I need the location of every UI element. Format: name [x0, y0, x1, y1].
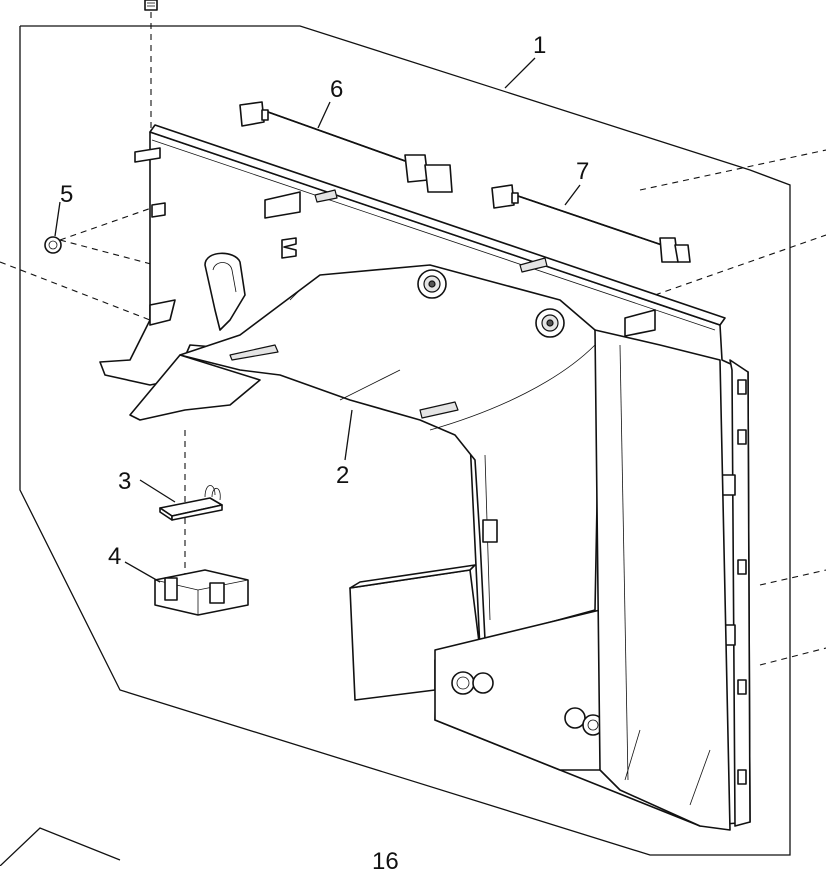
- callout-7: 7: [576, 158, 590, 185]
- top-screw: [144, 0, 158, 135]
- callout-6: 6: [330, 76, 344, 103]
- assembly-frame: [19, 25, 791, 856]
- washer-part-5: [44, 201, 62, 254]
- callout-2: 2: [336, 462, 350, 489]
- sensor-part-3: [139, 479, 223, 521]
- lower-box: [349, 329, 731, 831]
- callout-5: 5: [60, 181, 74, 208]
- callout-16: 16: [372, 848, 399, 875]
- harness-part-7: [491, 184, 691, 263]
- handle-loop: [204, 252, 246, 331]
- leader-2: [344, 409, 353, 461]
- callout-1: 1: [533, 32, 547, 59]
- leader-1: [504, 57, 536, 89]
- callout-4: 4: [108, 543, 122, 570]
- callout-3: 3: [118, 468, 132, 495]
- panel-bosses: [417, 269, 565, 338]
- harness-part-6: [239, 101, 453, 193]
- holder-part-4: [124, 561, 249, 616]
- next-figure-frame: [0, 827, 121, 867]
